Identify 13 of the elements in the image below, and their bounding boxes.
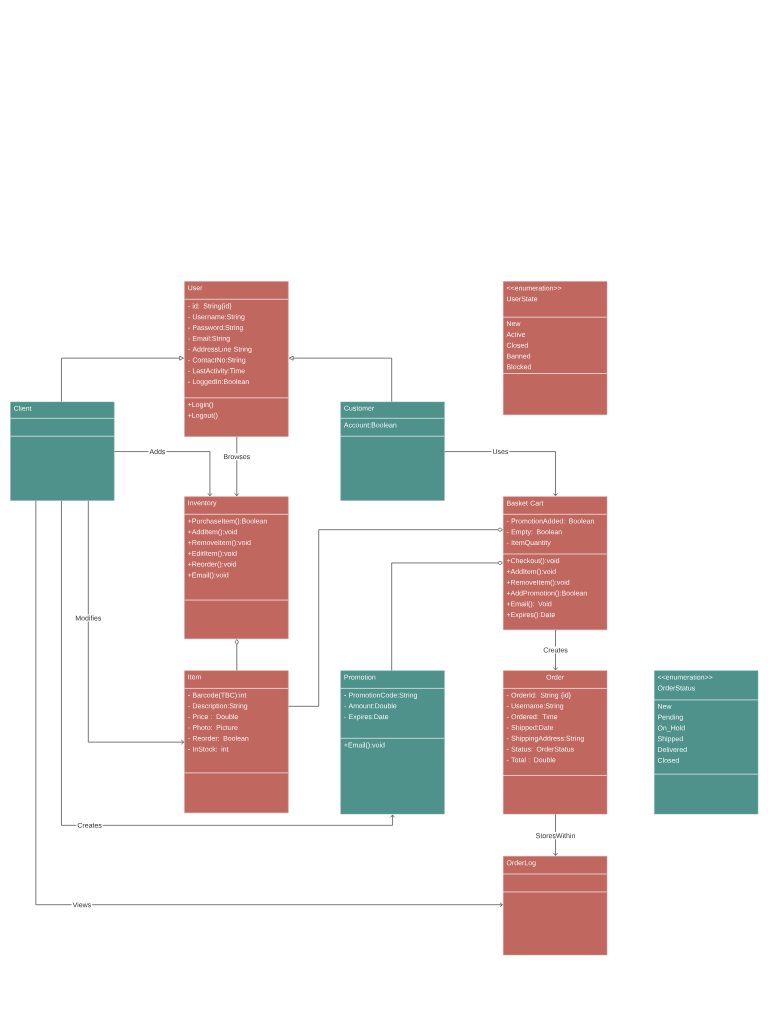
arrow — [234, 436, 240, 497]
arrow — [61, 500, 395, 826]
arrow — [553, 814, 558, 856]
arrow — [114, 451, 213, 497]
generalization-arrow — [61, 355, 184, 403]
arrow — [553, 629, 558, 671]
generalization-arrow — [288, 355, 393, 403]
aggregation-line — [288, 527, 503, 707]
arrow — [35, 500, 503, 908]
arrow — [444, 451, 558, 497]
aggregation-line — [391, 560, 503, 671]
aggregation-line — [234, 639, 239, 671]
arrow — [87, 500, 185, 745]
